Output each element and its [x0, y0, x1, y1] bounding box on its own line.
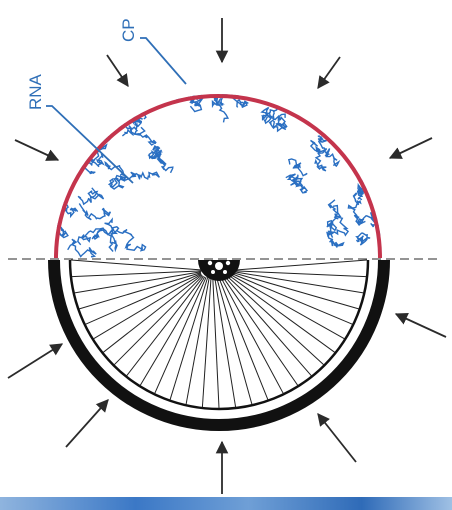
- wheel-spoke: [233, 273, 359, 309]
- rna-strands: [48, 82, 396, 256]
- rna-strand: [328, 200, 339, 231]
- rna-strand: [77, 110, 104, 121]
- force-arrow: [318, 57, 340, 88]
- wheel-spoke: [72, 271, 202, 277]
- rna-label: RNA: [26, 73, 45, 110]
- rna-strand: [68, 239, 97, 257]
- force-arrow: [396, 314, 446, 337]
- cp-label-group: CP: [119, 18, 186, 84]
- wheel-spoke: [235, 271, 366, 277]
- force-arrow: [15, 140, 58, 160]
- rna-strand: [371, 223, 396, 243]
- rna-strand: [356, 233, 370, 245]
- rna-strand: [122, 127, 156, 145]
- rna-strand: [325, 149, 339, 167]
- rna-strand: [116, 230, 145, 251]
- rna-strand: [71, 105, 92, 112]
- rna-strand: [213, 95, 228, 122]
- rna-strand: [327, 231, 343, 247]
- rna-strand: [78, 188, 103, 204]
- wheel-spoke: [114, 276, 202, 365]
- cp-label: CP: [119, 18, 138, 42]
- force-arrow: [107, 55, 128, 86]
- wheel-spoke: [219, 278, 268, 400]
- cp-leader-line: [140, 38, 186, 84]
- wheel-spoke: [217, 278, 252, 405]
- wheel-spoke: [71, 260, 202, 270]
- bottom-band: [0, 497, 452, 510]
- wheel-spoke: [202, 278, 211, 407]
- wheel-spoke: [94, 274, 202, 338]
- rna-strand: [91, 99, 104, 121]
- rna-strand: [289, 159, 307, 176]
- wheel-spoke: [236, 260, 367, 270]
- force-arrow: [318, 414, 356, 462]
- rna-label-group: RNA: [26, 73, 133, 183]
- force-arrow: [8, 344, 62, 378]
- rna-strand: [79, 204, 110, 220]
- wheel-spoke: [227, 276, 324, 365]
- force-arrow: [66, 400, 108, 447]
- force-arrow: [390, 138, 432, 158]
- rna-strand: [105, 163, 126, 180]
- wheel-spoke: [230, 274, 344, 338]
- wheel-spoke: [140, 277, 205, 386]
